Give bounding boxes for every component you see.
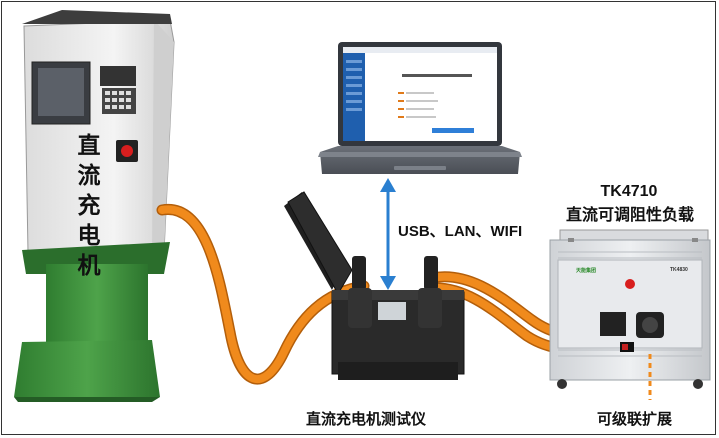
charger-label-char: 流: [66, 160, 112, 190]
connection-arrow: [380, 178, 396, 290]
laptop: [318, 42, 522, 174]
resistive-load: [550, 230, 710, 389]
emergency-stop-icon: [121, 145, 133, 157]
tester-label: 直流充电机测试仪: [306, 408, 426, 429]
charger-label-char: 直: [66, 130, 112, 160]
charger-label-char: 电: [66, 220, 112, 250]
panel-model: TK4830: [670, 267, 688, 273]
tester-display: [378, 302, 406, 320]
load-stop-icon: [625, 279, 635, 289]
connection-label: USB、LAN、WIFI: [398, 220, 522, 241]
charger-label-char: 充: [66, 190, 112, 220]
load-socket-left: [600, 312, 626, 336]
load-description-label: 直流可调阻性负载: [545, 201, 715, 225]
expansion-label: 可级联扩展: [597, 408, 672, 429]
panel-brand: 天能集团: [576, 267, 596, 274]
load-model-label: TK4710: [569, 183, 689, 201]
charger-label: 直 流 充 电 机: [66, 130, 112, 280]
charger-label-char: 机: [66, 250, 112, 280]
